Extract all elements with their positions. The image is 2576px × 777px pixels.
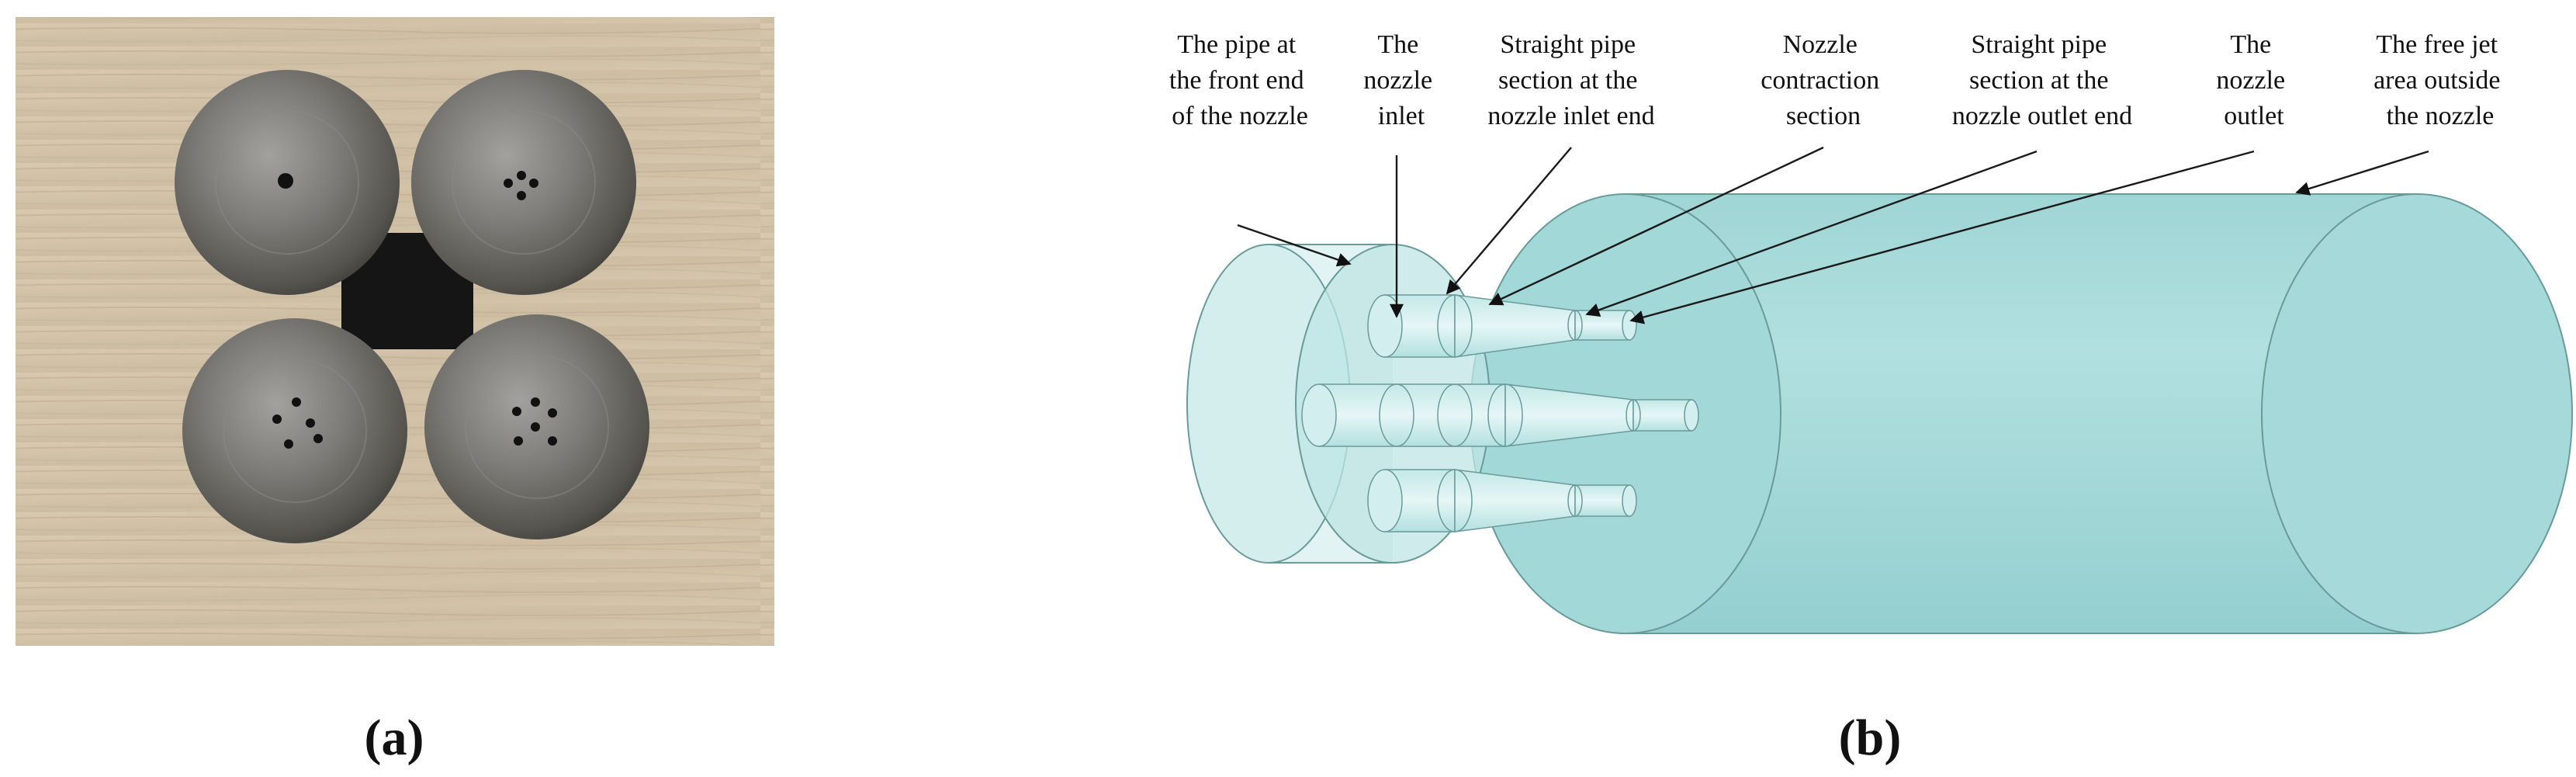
caption-a: (a) <box>365 709 424 766</box>
panel-b: The pipe at the front end of the nozzle … <box>1169 30 2573 766</box>
leader-contraction <box>1488 146 1824 306</box>
label-nozzle-outlet: The nozzle outlet <box>2216 30 2291 130</box>
leader-free-jet <box>2295 150 2429 196</box>
label-contraction: Nozzle contraction section <box>1761 30 1885 130</box>
nozzle-hole <box>531 422 540 432</box>
nozzle-tube-middle <box>1301 383 1699 447</box>
nozzle-hole <box>504 179 513 188</box>
label-front-pipe: The pipe at the front end of the nozzle <box>1169 30 1311 130</box>
nozzle-hole <box>272 415 282 424</box>
leader-front-pipe <box>1237 224 1352 267</box>
nozzle-hole <box>512 407 521 416</box>
nozzle-sample-4 <box>424 314 649 539</box>
nozzle-hole <box>292 397 301 407</box>
caption-b: (b) <box>1839 709 1902 766</box>
label-nozzle-inlet: The nozzle inlet <box>1363 30 1439 130</box>
nozzle-sample-3 <box>182 318 407 543</box>
label-inlet-straight: Straight pipe section at the nozzle inle… <box>1487 30 1654 130</box>
leader-inlet-straight <box>1446 147 1572 295</box>
nozzle-tube-top <box>1367 294 1637 358</box>
free-jet-far-end <box>2261 193 2573 634</box>
nozzle-hole <box>517 171 526 180</box>
leader-nozzle-outlet <box>1629 150 2255 324</box>
nozzle-hole <box>548 408 557 418</box>
nozzle-sample-1 <box>175 70 400 295</box>
label-free-jet: The free jet area outside the nozzle <box>2373 30 2507 130</box>
nozzle-sample-2 <box>411 70 636 295</box>
nozzle-hole <box>278 173 293 189</box>
nozzle-hole <box>531 397 540 407</box>
nozzle-tube-bottom <box>1367 469 1637 532</box>
nozzle-hole <box>548 436 557 446</box>
label-outlet-straight: Straight pipe section at the nozzle outl… <box>1952 30 2132 130</box>
nozzle-hole <box>517 191 526 200</box>
nozzle-hole <box>284 439 293 449</box>
nozzle-hole <box>529 179 538 188</box>
nozzle-hole <box>313 434 323 443</box>
nozzle-hole <box>514 436 523 446</box>
panel-a: (a) <box>16 17 774 766</box>
leader-outlet-straight <box>1585 150 2038 317</box>
nozzle-hole <box>306 418 315 428</box>
